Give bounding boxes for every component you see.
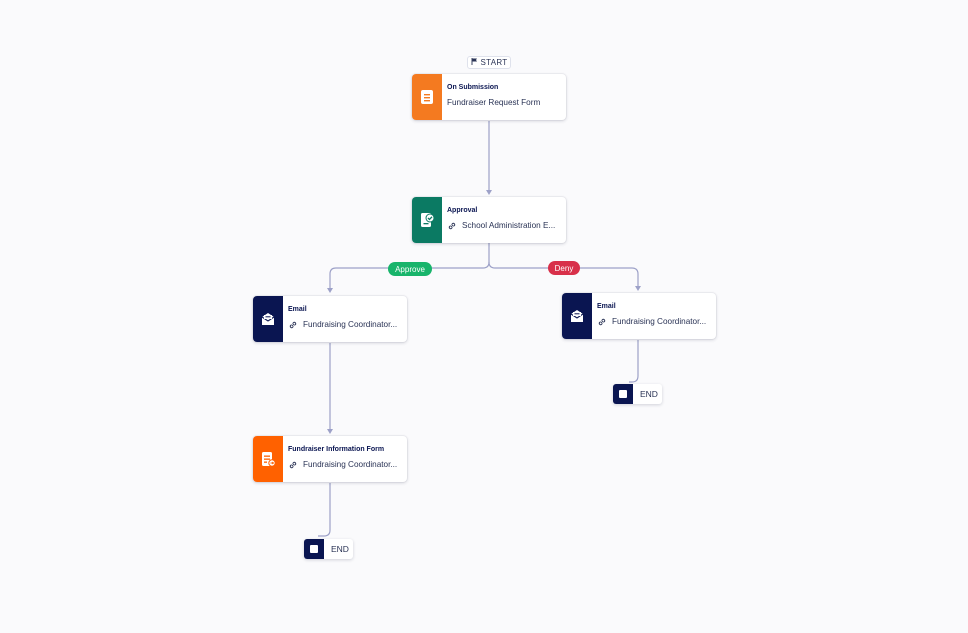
arrow-head (486, 190, 492, 195)
node-fundraiser-information-form[interactable]: Fundraiser Information Form Fundraising … (253, 436, 407, 482)
connector-infoform-end (318, 483, 331, 537)
node-email-approve[interactable]: Email Fundraising Coordinator... (253, 296, 407, 342)
approval-icon (412, 197, 442, 243)
connector-approve-email (329, 267, 483, 290)
start-label: START (480, 58, 508, 67)
node-subtitle: Fundraising Coordinator... (303, 320, 398, 329)
node-email-deny[interactable]: Email Fundraising Coordinator... (562, 293, 716, 339)
node-type-label: On Submission (447, 84, 499, 91)
branch-label-deny[interactable]: Deny (548, 261, 580, 275)
email-icon (253, 296, 283, 342)
email-icon (562, 293, 592, 339)
end-node-approve[interactable]: END (304, 539, 353, 559)
link-icon (448, 222, 456, 230)
start-tag: START (467, 56, 511, 69)
link-icon (289, 461, 297, 469)
link-icon (598, 318, 606, 326)
node-type-label: Approval (447, 207, 478, 214)
end-node-deny[interactable]: END (613, 384, 662, 404)
connector-deny-email (488, 261, 639, 288)
stop-icon (304, 539, 324, 559)
node-type-label: Fundraiser Information Form (288, 446, 385, 453)
arrow-head (327, 288, 333, 293)
end-label: END (640, 389, 658, 399)
assigned-form-icon (253, 436, 283, 482)
node-type-label: Email (288, 306, 307, 313)
node-subtitle: Fundraising Coordinator... (612, 317, 707, 326)
branch-label-approve[interactable]: Approve (388, 262, 432, 276)
connector-deny-email-end (629, 340, 639, 383)
node-subtitle: Fundraising Coordinator... (303, 460, 398, 469)
stop-icon (613, 384, 633, 404)
node-subtitle: Fundraiser Request Form (447, 98, 541, 107)
arrow-head (327, 429, 333, 434)
node-approval[interactable]: Approval School Administration E... (412, 197, 566, 243)
end-label: END (331, 544, 349, 554)
node-type-label: Email (597, 303, 616, 310)
node-subtitle: School Administration E... (462, 221, 556, 230)
flag-icon (471, 58, 478, 67)
link-icon (289, 321, 297, 329)
connector-approval-split (482, 243, 490, 269)
form-icon (412, 74, 442, 120)
node-on-submission[interactable]: On Submission Fundraiser Request Form (412, 74, 566, 120)
arrow-head (635, 286, 641, 291)
